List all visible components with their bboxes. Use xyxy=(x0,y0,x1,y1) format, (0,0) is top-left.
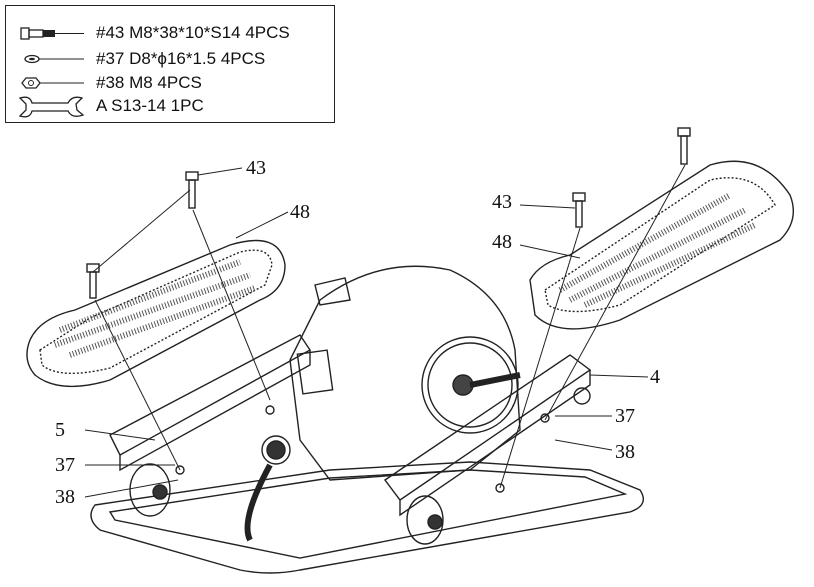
callout-48-left: 48 xyxy=(290,201,310,223)
part-row-wrench: A S13-14 1PC xyxy=(6,95,336,118)
callout-5: 5 xyxy=(55,419,65,441)
part-row-washer: #37 D8*ϕ16*1.5 4PCS xyxy=(6,48,336,70)
handle xyxy=(314,277,351,306)
callout-48-right: 48 xyxy=(492,231,512,253)
part-nut-text: #38 M8 4PCS xyxy=(96,73,202,92)
right-wheel xyxy=(406,495,444,545)
tension-knob xyxy=(261,435,291,465)
leader-lines xyxy=(84,164,686,498)
callout-37-left: 37 xyxy=(55,454,75,476)
base-platform xyxy=(90,461,644,574)
callout-38-left: 38 xyxy=(55,486,75,508)
part-bolt-text: #43 M8*38*10*S14 4PCS xyxy=(96,23,290,42)
callout-43-right: 43 xyxy=(492,191,512,213)
part-washer-text: #37 D8*ϕ16*1.5 4PCS xyxy=(96,49,266,68)
left-rail xyxy=(109,334,312,517)
part-row-bolt: #43 M8*38*10*S14 4PCS xyxy=(6,22,336,44)
washer-icon xyxy=(24,54,84,64)
left-wheel xyxy=(129,463,171,517)
display-console xyxy=(296,349,334,395)
main-body xyxy=(244,265,521,542)
part-wrench-text: A S13-14 1PC xyxy=(96,96,204,115)
wrench-icon xyxy=(18,96,85,118)
callout-43-left: 43 xyxy=(246,157,266,179)
nut-icon xyxy=(21,77,84,89)
flywheel-cover xyxy=(421,336,519,434)
callout-4: 4 xyxy=(650,366,660,388)
right-rail xyxy=(383,354,592,545)
callout-38-right: 38 xyxy=(615,441,635,463)
callout-37-right: 37 xyxy=(615,405,635,427)
bolt-icon xyxy=(20,27,84,40)
bolts xyxy=(86,127,691,299)
left-pedal xyxy=(26,239,286,388)
part-row-nut: #38 M8 4PCS xyxy=(6,72,336,94)
parts-list-box: #43 M8*38*10*S14 4PCS #37 D8*ϕ16*1.5 4PC… xyxy=(5,5,335,123)
right-pedal xyxy=(529,160,794,330)
